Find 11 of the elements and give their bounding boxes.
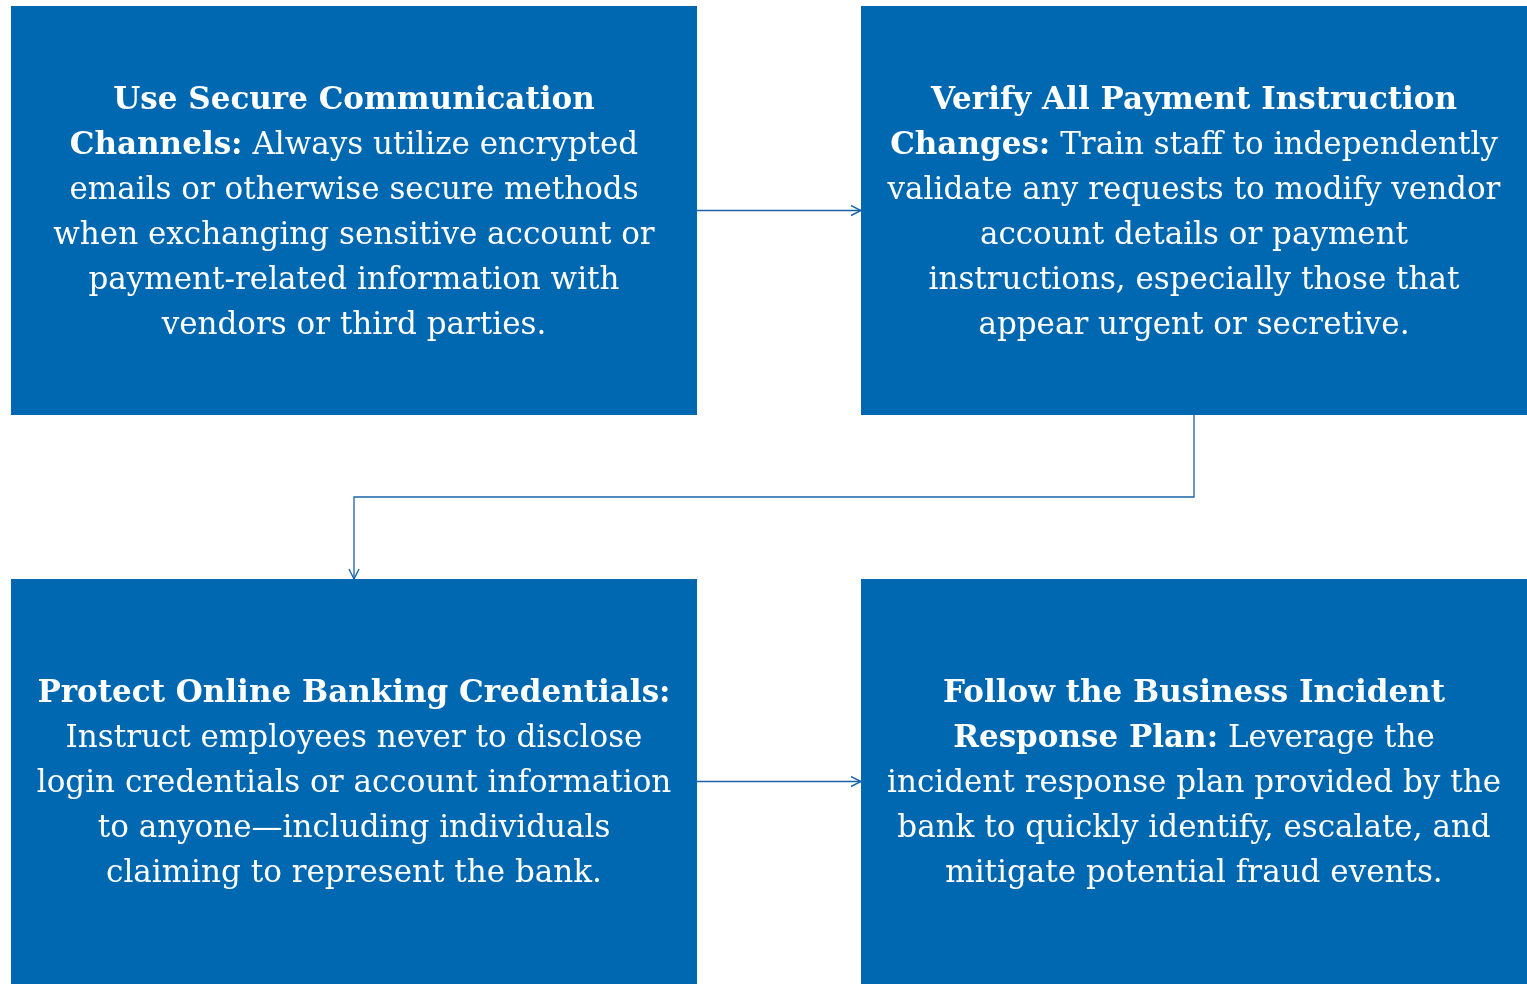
arrow xyxy=(696,775,862,788)
arrow xyxy=(696,204,862,217)
process-box xyxy=(11,6,697,415)
process-box xyxy=(861,579,1527,984)
process-box xyxy=(861,6,1527,415)
box-text: Follow the Business Incident Response Plan: Leverage the incident response plan provided by the bank to quickly identify, escalate, and mitigate potential fraud events. xyxy=(886,672,1502,891)
process-box xyxy=(11,579,697,984)
box-text: Verify All Payment Instruction Changes: Train staff to independently validate any requests to modify vendor account details or payment instructions, especially those that appear urgent or secretive. xyxy=(886,78,1502,343)
box-text: Use Secure Communication Channels: Always utilize encrypted emails or otherwise secure methods when exchanging sensitive account or payment-related information with vendors or third parties. xyxy=(52,78,656,343)
arrow xyxy=(348,414,1195,580)
box-text: Protect Online Banking Credentials: Instruct employees never to disclose login credentials or account information to anyone—including individuals claiming to represent the bank. xyxy=(35,672,673,891)
